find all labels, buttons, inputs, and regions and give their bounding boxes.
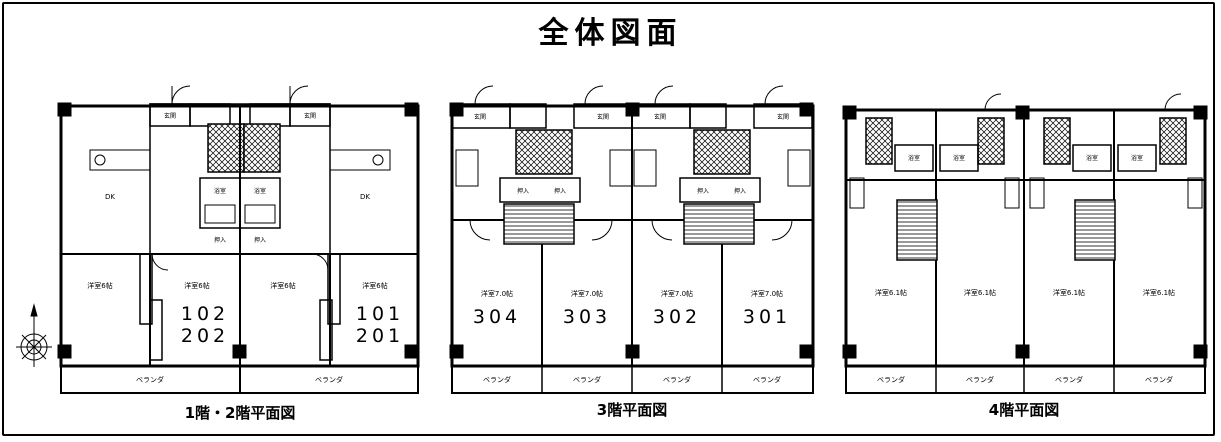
floor12-closet-left: 押入 (214, 236, 226, 244)
floor12-caption: 1階・2階平面図 (185, 404, 296, 422)
floor4-caption: 4階平面図 (989, 401, 1059, 419)
unit-201: 201 (356, 325, 404, 347)
floor3-veranda-3: ベランダ (663, 375, 691, 384)
floor12-closet-right: 押入 (254, 236, 266, 244)
floor3-veranda-2: ベランダ (573, 375, 601, 384)
floor4-bath-2: 浴室 (953, 154, 965, 162)
floor4-veranda-1: ベランダ (877, 375, 905, 384)
floor3-closet-4: 押入 (734, 187, 746, 195)
floor3-entrance-3: 玄関 (654, 113, 666, 121)
unit-304: 304 (473, 306, 521, 328)
floor3-caption: 3階平面図 (597, 401, 667, 419)
floor12-room-b: 洋室6帖 (184, 281, 209, 290)
unit-303: 303 (563, 306, 611, 328)
floor3-entrance-4: 玄関 (777, 113, 789, 121)
floor3-closet-2: 押入 (554, 187, 566, 195)
unit-302: 302 (653, 306, 701, 328)
floor3-room-302: 洋室7.0帖 (661, 289, 693, 298)
floor4-room-2: 洋室6.1帖 (964, 288, 996, 297)
floor12-veranda-left: ベランダ (136, 375, 164, 384)
floor12-room-a: 洋室6帖 (87, 281, 112, 290)
floor12-dk-right: DK (360, 193, 370, 201)
unit-202: 202 (181, 325, 229, 347)
floor4-room-1: 洋室6.1帖 (875, 288, 907, 297)
floor3-plan (449, 85, 815, 394)
floor4-texts: 浴室 浴室 浴室 浴室 洋室6.1帖 洋室6.1帖 洋室6.1帖 洋室6.1帖 … (875, 154, 1175, 384)
floor4-veranda-3: ベランダ (1055, 375, 1083, 384)
floor3-room-304: 洋室7.0帖 (481, 289, 513, 298)
floor4-veranda-2: ベランダ (966, 375, 994, 384)
floor12-entrance-right: 玄関 (304, 112, 316, 120)
floor12-dk-left: DK (105, 193, 115, 201)
floor12-bath-left: 浴室 (214, 187, 226, 195)
floor4-bath-3: 浴室 (1086, 154, 1098, 162)
floor4-bath-1: 浴室 (908, 154, 920, 162)
unit-102: 102 (181, 303, 229, 325)
floor12-room-c: 洋室6帖 (270, 281, 295, 290)
floor3-room-303: 洋室7.0帖 (571, 289, 603, 298)
floor3-entrance-2: 玄関 (597, 113, 609, 121)
page-title: 全体図面 (538, 16, 683, 51)
floor12-veranda-right: ベランダ (315, 375, 343, 384)
floor12-room-d: 洋室6帖 (362, 281, 387, 290)
floor3-veranda-1: ベランダ (483, 375, 511, 384)
floor4-plan (842, 93, 1208, 394)
floor4-room-4: 洋室6.1帖 (1143, 288, 1175, 297)
floor3-closet-1: 押入 (517, 187, 529, 195)
floor12-entrance-left: 玄関 (164, 112, 176, 120)
floor3-texts: 玄関 玄関 玄関 玄関 押入 押入 押入 押入 洋室7.0帖 洋室7.0帖 洋室… (473, 113, 791, 384)
compass-icon (16, 303, 52, 367)
floor3-closet-3: 押入 (697, 187, 709, 195)
floor12-plan (16, 85, 420, 394)
floor12-bath-right: 浴室 (254, 187, 266, 195)
floor4-veranda-4: ベランダ (1145, 375, 1173, 384)
floor4-veranda (845, 365, 1206, 394)
unit-301: 301 (743, 306, 791, 328)
floor4-room-3: 洋室6.1帖 (1053, 288, 1085, 297)
outer-frame (2, 2, 1215, 436)
floor3-entrance-1: 玄関 (474, 113, 486, 121)
floor3-room-301: 洋室7.0帖 (751, 289, 783, 298)
floor3-veranda-4: ベランダ (753, 375, 781, 384)
unit-101: 101 (356, 303, 404, 325)
floor4-bath-4: 浴室 (1131, 154, 1143, 162)
